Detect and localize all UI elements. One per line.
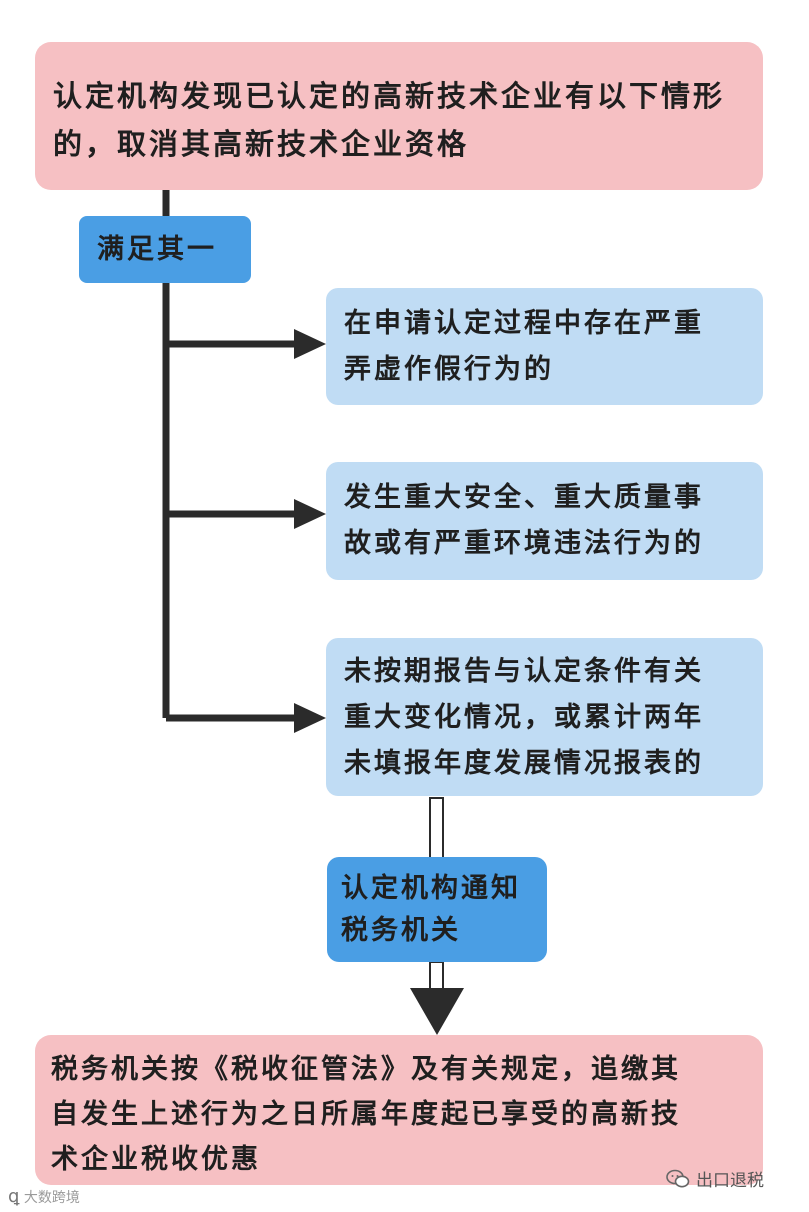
- logo-mark-icon: ꝗ: [8, 1186, 20, 1207]
- wechat-icon: [666, 1169, 690, 1187]
- condition-3-line-1: 未按期报告与认定条件有关: [344, 656, 704, 687]
- branch-arrow-1: [294, 329, 326, 359]
- condition-3-line-3: 未填报年度发展情况报表的: [344, 748, 704, 779]
- bottom-box-line-3: 术企业税收优惠: [51, 1144, 261, 1175]
- branch-arrow-3: [294, 703, 326, 733]
- top-box-line-1: 认定机构发现已认定的高新技术企业有以下情形: [53, 79, 726, 113]
- condition-1-line-2: 弄虚作假行为的: [344, 354, 554, 385]
- watermark-right: 出口退税: [666, 1166, 764, 1191]
- notify-tax-authority-box: 认定机构通知 税务机关: [327, 857, 547, 962]
- bottom-box-line-2: 自发生上述行为之日所属年度起已享受的高新技: [51, 1099, 681, 1130]
- condition-box-1: 在申请认定过程中存在严重 弄虚作假行为的: [326, 288, 763, 405]
- meet-one-label-box: 满足其一: [79, 216, 251, 283]
- condition-3-line-2: 重大变化情况，或累计两年: [344, 702, 704, 733]
- condition-box-2: 发生重大安全、重大质量事 故或有严重环境违法行为的: [326, 462, 763, 580]
- down-arrow-icon: [410, 988, 464, 1035]
- tax-recovery-box: 税务机关按《税收征管法》及有关规定，追缴其 自发生上述行为之日所属年度起已享受的…: [35, 1035, 763, 1185]
- meet-one-label: 满足其一: [97, 234, 217, 265]
- bottom-box-line-1: 税务机关按《税收征管法》及有关规定，追缴其: [51, 1054, 681, 1085]
- cancellation-condition-box: 认定机构发现已认定的高新技术企业有以下情形 的，取消其高新技术企业资格: [35, 42, 763, 190]
- watermark-left: ꝗ 大数跨境: [8, 1186, 80, 1207]
- watermark-left-text: 大数跨境: [23, 1190, 80, 1206]
- notify-line-2: 税务机关: [341, 915, 461, 946]
- top-box-line-2: 的，取消其高新技术企业资格: [53, 127, 470, 161]
- branch-arrow-2: [294, 499, 326, 529]
- condition-1-line-1: 在申请认定过程中存在严重: [344, 308, 704, 339]
- condition-2-line-1: 发生重大安全、重大质量事: [344, 482, 704, 513]
- hollow-connector-upper: [429, 797, 444, 859]
- watermark-right-text: 出口退税: [696, 1171, 764, 1191]
- notify-line-1: 认定机构通知: [341, 873, 521, 904]
- hollow-connector-lower: [429, 961, 444, 991]
- condition-2-line-2: 故或有严重环境违法行为的: [344, 528, 704, 559]
- condition-box-3: 未按期报告与认定条件有关 重大变化情况，或累计两年 未填报年度发展情况报表的: [326, 638, 763, 796]
